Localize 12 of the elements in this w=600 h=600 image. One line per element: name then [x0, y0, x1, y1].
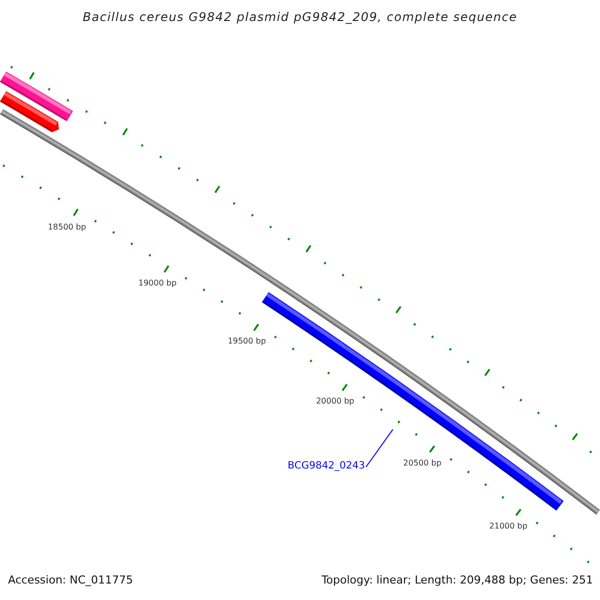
title: Bacillus cereus G9842 plasmid pG9842_209, complete sequence — [82, 11, 518, 25]
scale-label: 21000 bp — [489, 521, 528, 530]
scale-label: 19000 bp — [138, 278, 177, 288]
scale-label: 18500 bp — [48, 222, 86, 232]
leader-line — [366, 428, 394, 468]
sequence-info-text: Topology: linear; Length: 209,488 bp; Genes: 251 — [321, 574, 593, 588]
scale-label: 20000 bp — [316, 396, 354, 406]
gene-arrow — [0, 91, 59, 132]
scale-label: 20500 bp — [403, 458, 442, 468]
gene-label: BCG9842_0243 — [288, 460, 365, 472]
accession-text: Accession: NC_011775 — [8, 574, 134, 588]
scale-label: 19500 bp — [228, 336, 266, 346]
